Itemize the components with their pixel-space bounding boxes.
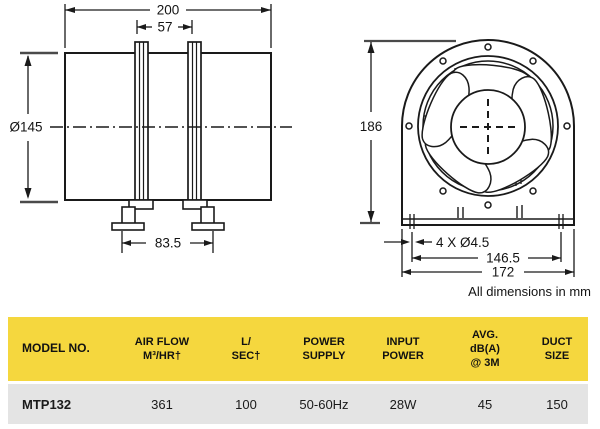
- dim-mounting-holes: 4 X Ø4.5: [436, 235, 489, 250]
- cell-air-flow: 361: [151, 396, 173, 412]
- side-view-drawing: 200 57 Ø145: [9, 3, 292, 253]
- cell-power-supply: 50-60Hz: [299, 396, 349, 412]
- dimension-diameter: [24, 55, 32, 199]
- header-cell-duct-size: DUCT SIZE: [541, 335, 573, 362]
- fan-blades: [421, 63, 553, 194]
- cell-l-sec: 100: [235, 396, 257, 412]
- dim-foot-spacing: 83.5: [155, 236, 181, 251]
- dim-width: 172: [492, 265, 515, 280]
- header-cell-l-sec: L/ SEC†: [231, 335, 261, 362]
- cell-input-power: 28W: [389, 396, 417, 412]
- hub-crosshair: [460, 99, 516, 155]
- header-cell-power-supply: POWER SUPPLY: [302, 335, 346, 362]
- dimension-length: [64, 4, 272, 48]
- dim-hole-spacing: 146.5: [486, 251, 520, 266]
- dim-duct-diameter: Ø145: [9, 120, 42, 135]
- dim-fan-height: 186: [360, 119, 383, 134]
- spec-table-header-row: MODEL NO. AIR FLOW M³/HR† L/ SEC† POWER …: [8, 317, 588, 381]
- pedestal-lines: [457, 205, 523, 218]
- clamp-strap-left: [134, 41, 149, 201]
- dimension-height: [367, 42, 375, 222]
- dimension-foot-spacing: [121, 231, 214, 253]
- header-cell-air-flow: AIR FLOW M³/HR†: [134, 335, 190, 362]
- dim-duct-length: 200: [157, 3, 180, 18]
- dimension-hole-spacing: [411, 232, 562, 262]
- cell-avg-db: 45: [477, 396, 493, 412]
- mounting-foot-right: [182, 199, 225, 231]
- dim-clamp-spacing: 57: [157, 20, 172, 35]
- dimension-width: [401, 229, 575, 277]
- cell-model-no: MTP132: [22, 396, 72, 412]
- mounting-slots: [409, 214, 564, 229]
- bolt-holes: [405, 43, 571, 209]
- dimensions-note: All dimensions in mm: [468, 284, 591, 299]
- clamp-strap-right: [187, 41, 202, 201]
- cell-duct-size: 150: [546, 396, 568, 412]
- technical-drawing: 200 57 Ø145: [9, 3, 591, 300]
- header-cell-model-no: MODEL NO.: [22, 341, 90, 356]
- front-view-drawing: 186 4 X Ø4.5 146.5: [360, 39, 575, 280]
- dimension-clamp-spacing: [136, 20, 193, 34]
- spec-table-data-row: MTP132 361 100 50-60Hz 28W 45 150: [8, 384, 588, 424]
- header-cell-input-power: INPUT POWER: [382, 335, 424, 362]
- dimension-mounting-holes: [384, 239, 432, 245]
- mounting-foot-left: [111, 199, 154, 231]
- header-cell-avg-db: AVG. dB(A) @ 3M: [470, 328, 500, 370]
